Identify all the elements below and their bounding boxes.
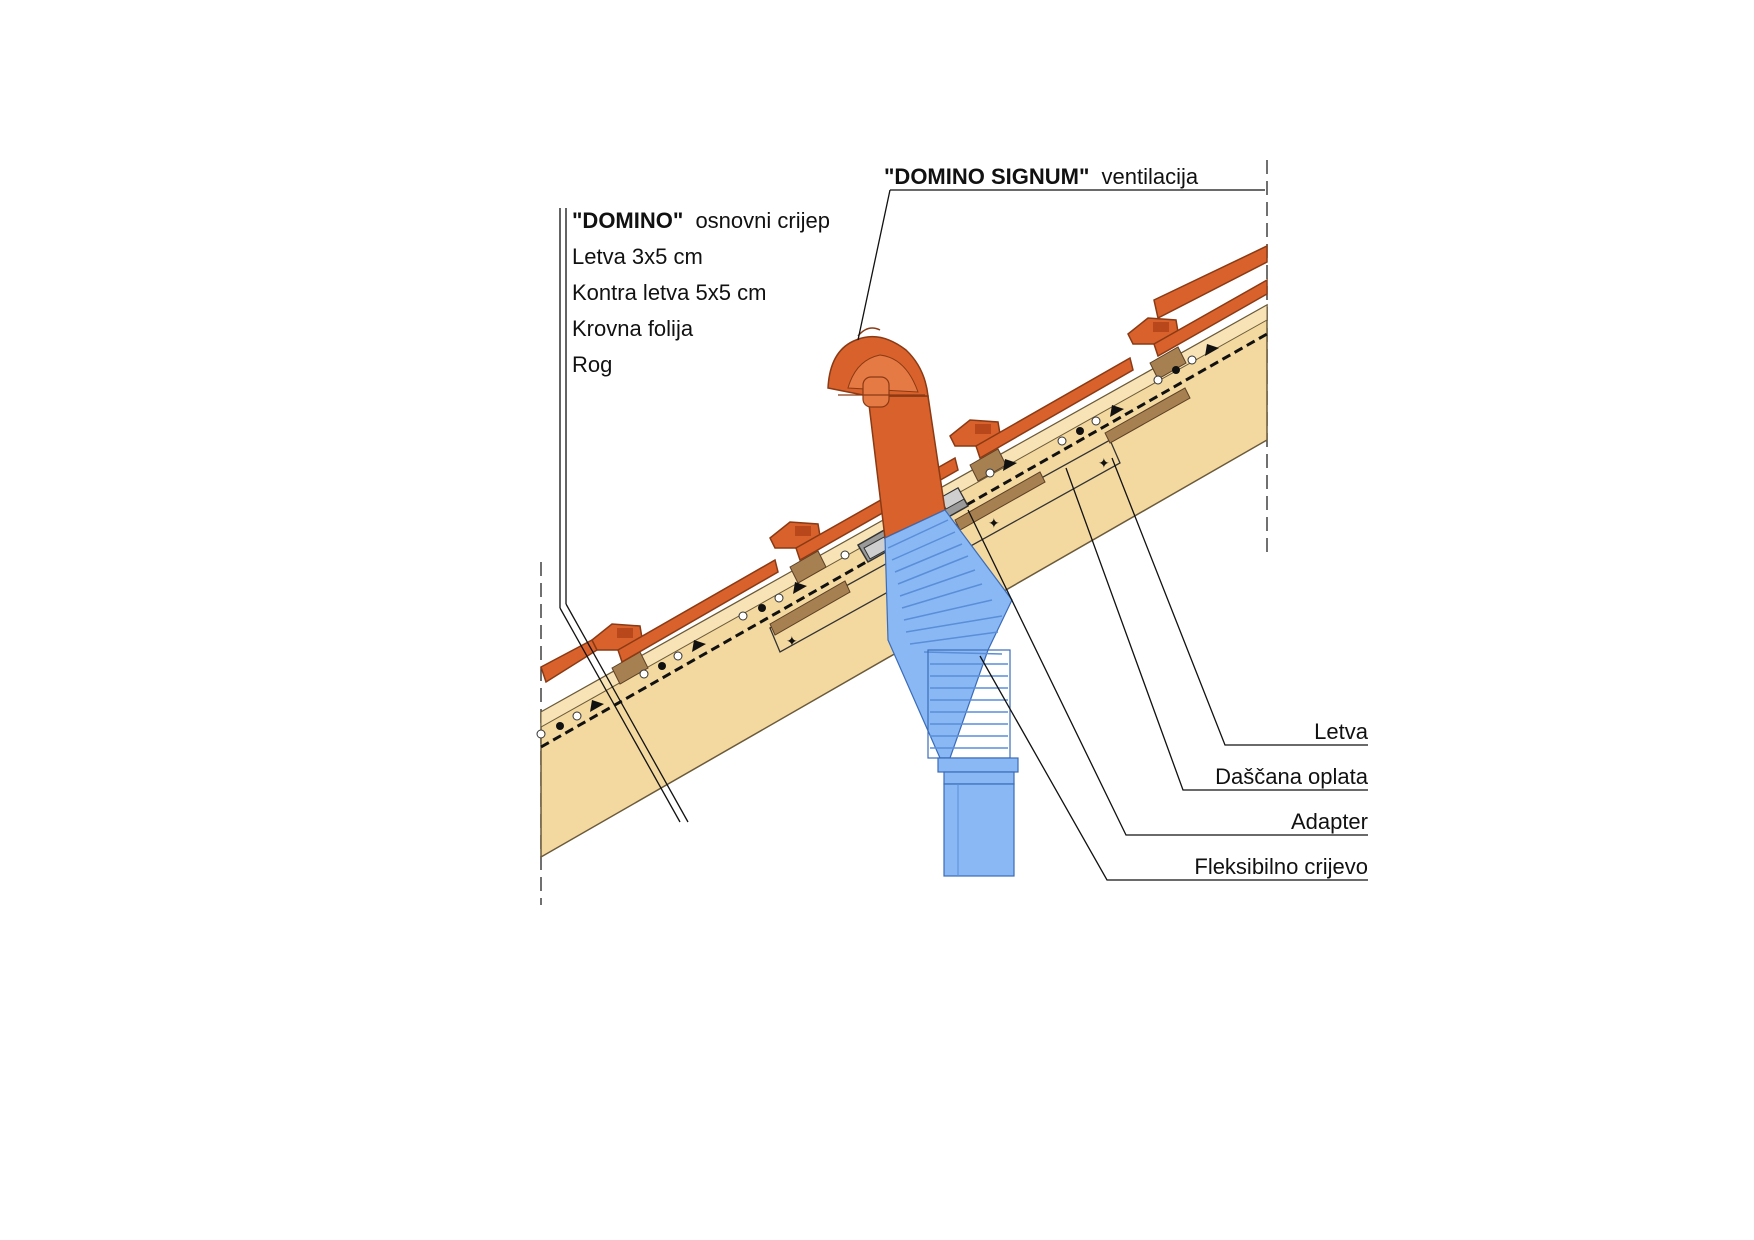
svg-text:✦: ✦ (1098, 456, 1110, 472)
vent-brand-text: "DOMINO SIGNUM" (884, 164, 1089, 189)
callout-fleksibilno-crijevo: Fleksibilno crijevo (1194, 854, 1368, 879)
layer-leader (559, 208, 689, 823)
battens (611, 346, 1187, 685)
layer-label-batten: Letva 3x5 cm (572, 244, 703, 269)
callout-letva: Letva (1314, 719, 1369, 744)
layer-label-counter-batten: Kontra letva 5x5 cm (572, 280, 766, 305)
layer-label-rafter: Rog (572, 352, 612, 377)
flexible-hose (884, 509, 1013, 759)
tile-brand-text: "DOMINO" (572, 208, 683, 233)
tile-profiles (617, 322, 1169, 638)
counter-battens (769, 387, 1191, 636)
svg-text:✦: ✦ (988, 516, 1000, 532)
tile-desc-text: osnovni crijep (695, 208, 830, 233)
layer-label-tile: "DOMINO" osnovni crijep (572, 208, 830, 233)
vent-label: "DOMINO SIGNUM" ventilacija (884, 164, 1199, 189)
vent-desc-text: ventilacija (1102, 164, 1199, 189)
airflow-markers (536, 344, 1219, 739)
vent-leader (857, 189, 1265, 341)
downpipe (937, 757, 1019, 877)
vent-cap (827, 327, 946, 540)
roof-tiles (540, 244, 1268, 684)
callout-leaders (967, 457, 1368, 881)
callout-adapter: Adapter (1291, 809, 1368, 834)
callout-dascana-oplata: Daščana oplata (1215, 764, 1369, 789)
svg-text:✦: ✦ (786, 634, 798, 650)
layer-label-membrane: Krovna folija (572, 316, 694, 341)
